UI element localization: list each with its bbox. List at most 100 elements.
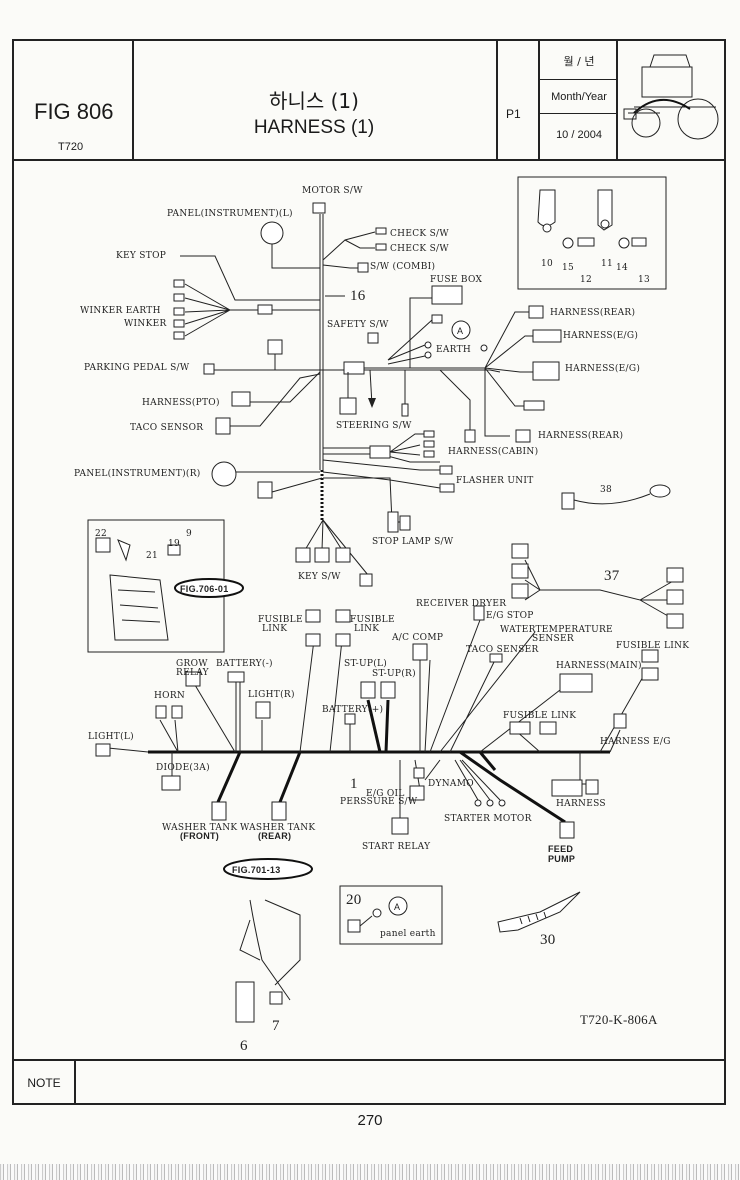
ac-comp-label: A/C COMP [391, 633, 443, 643]
harness-eg-label-2: HARNESS(E/G) [565, 363, 640, 374]
part-19: 19 [168, 539, 180, 549]
page-code: P1 [506, 107, 521, 121]
eg-stop-label: E/G STOP [486, 611, 534, 621]
date-label: Month/Year [551, 91, 607, 103]
part-37-harness: 37 [511, 543, 684, 629]
part-38: 38 [600, 485, 612, 495]
feed-pump-label-b: PUMP [548, 854, 575, 864]
tractor-thumbnail-icon [623, 54, 719, 140]
fig-number: FIG 806 [34, 99, 114, 124]
fuse-box-label: FUSE BOX [430, 275, 483, 285]
fusible-link-label-1b: LINK [262, 624, 287, 634]
receiver-dryer-label: RECEIVER DRYER [416, 599, 506, 609]
earth-label: EARTH [436, 345, 471, 355]
harness-rear-label: HARNESS(REAR) [550, 307, 635, 318]
fusible-link-label-1: FUSIBLE [258, 615, 303, 625]
harness-rear-label-2: HARNESS(REAR) [538, 430, 623, 441]
fusible-link-r-label: FUSIBLE LINK [616, 641, 689, 651]
date-value: 10 / 2004 [556, 129, 602, 141]
light-r-label: LIGHT(R) [248, 689, 295, 700]
panel-l-gauge [260, 221, 284, 245]
callout-a-1: A [457, 326, 463, 336]
st-up-l-label: ST-UP(L) [344, 658, 387, 669]
harness-pto-label: HARNESS(PTO) [142, 397, 220, 408]
part-22: 22 [95, 529, 107, 539]
steering-sw-label: STEERING S/W [336, 421, 412, 431]
battery-plus-label: BATTERY(+) [322, 704, 383, 715]
scan-edge-noise [0, 1164, 740, 1180]
drawing-number: T720-K-806A [580, 1012, 658, 1027]
fig-701-callout: FIG.701-13 [232, 865, 281, 875]
inline-connector [343, 361, 365, 375]
washer-front-label: WASHER TANK [162, 823, 237, 833]
taco-senser-label: TACO SENSER [466, 645, 539, 655]
washer-front-label-b: (FRONT) [180, 831, 219, 841]
harness-eg-label-1: HARNESS(E/G) [563, 330, 638, 341]
part-16: 16 [350, 288, 366, 304]
battery-minus-label: BATTERY(-) [216, 658, 273, 669]
drawing-sheet: FIG 806 T720 하니스 (1) HARNESS (1) P1 월 / … [12, 39, 726, 1105]
start-relay-label: START RELAY [362, 842, 431, 852]
parking-pedal-label: PARKING PEDAL S/W [84, 363, 190, 373]
part-7: 7 [272, 1018, 280, 1034]
washer-rear-label: WASHER TANK [240, 823, 315, 833]
part-21: 21 [146, 551, 158, 561]
part-12: 12 [580, 275, 592, 285]
harness-cabin-label: HARNESS(CABIN) [448, 446, 538, 457]
part-10: 10 [541, 259, 553, 269]
harness-main-label: HARNESS(MAIN) [556, 660, 642, 671]
callout-a-2: A [394, 902, 400, 912]
upper-harness: MOTOR S/W PANEL(INSTRUMENT)(L) CHECK S/W… [74, 186, 640, 587]
page-number: 270 [357, 1112, 383, 1129]
part-9: 9 [186, 529, 192, 539]
part-20: 20 [346, 892, 362, 908]
sw-combi-label: S/W (COMBI) [370, 261, 435, 272]
title-block: FIG 806 T720 하니스 (1) HARNESS (1) P1 월 / … [14, 41, 724, 161]
part-13: 13 [638, 275, 650, 285]
feed-pump-label: FEED [548, 844, 573, 854]
part-11: 11 [601, 259, 613, 269]
flasher-unit-label: FLASHER UNIT [456, 476, 534, 486]
washer-rear-label-b: (REAR) [258, 831, 291, 841]
bottom-details: FIG.701-13 6 7 A 20 panel earth 30 T720-… [223, 858, 658, 1054]
fig-cell: FIG 806 T720 [14, 41, 134, 159]
stop-lamp-label: STOP LAMP S/W [372, 537, 454, 547]
panel-earth-label: panel earth [380, 929, 436, 939]
note-row: NOTE [14, 1059, 724, 1105]
fuse-box-connector [431, 285, 463, 305]
motor-sw-connector [312, 202, 326, 214]
diode-label: DIODE(3A) [156, 762, 210, 773]
page-code-cell [498, 41, 540, 159]
part-15: 15 [562, 263, 574, 273]
st-up-r-label: ST-UP(R) [372, 668, 416, 679]
safety-sw-label: SAFETY S/W [327, 320, 389, 330]
check-sw-label-2: CHECK S/W [390, 244, 449, 254]
harness-eg-label-3: HARNESS E/G [600, 737, 671, 747]
eg-oil-label: E/G OIL [366, 789, 405, 799]
pressure-sw-label: PERSSURE S/W [340, 797, 418, 807]
harness-label: HARNESS [556, 799, 606, 809]
part-38-cable: 38 [561, 484, 671, 510]
note-label: NOTE [14, 1061, 76, 1105]
starter-motor-label: STARTER MOTOR [444, 814, 532, 824]
key-sw-label: KEY S/W [298, 572, 341, 582]
part-37: 37 [604, 568, 620, 584]
panel-l-label: PANEL(INSTRUMENT)(L) [167, 208, 293, 219]
fusible-link-label-2b: LINK [354, 624, 379, 634]
clamp-detail: 10 15 12 11 14 13 [517, 176, 667, 290]
fusible-link-m-label: FUSIBLE LINK [503, 711, 576, 721]
grow-relay-label-b: RELAY [176, 668, 210, 678]
grow-relay-label: GROW [176, 659, 208, 669]
horn-label: HORN [154, 691, 185, 701]
title-cell [134, 41, 498, 159]
light-l-label: LIGHT(L) [88, 731, 134, 742]
part-6: 6 [240, 1038, 248, 1054]
check-sw-label-1: CHECK S/W [390, 229, 449, 239]
motor-sw-label: MOTOR S/W [302, 186, 363, 196]
date-korean-label: 월 / 년 [563, 55, 595, 68]
part-14: 14 [616, 263, 628, 273]
part-1: 1 [350, 776, 358, 792]
winker-earth-label: WINKER EARTH [80, 306, 161, 316]
winker-label: WINKER [124, 319, 167, 329]
